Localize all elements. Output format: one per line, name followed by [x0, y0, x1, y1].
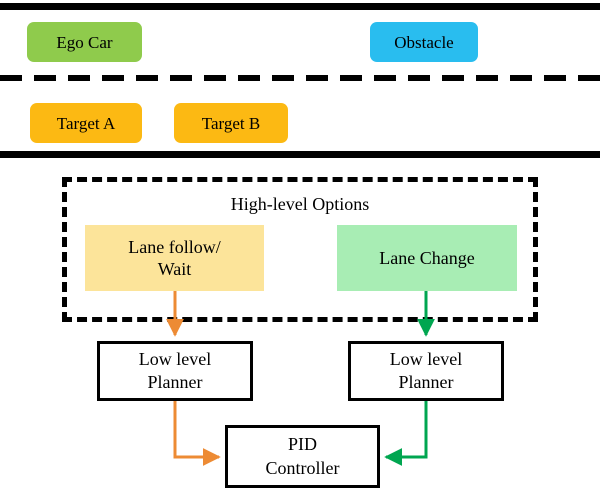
high-level-options-title: High-level Options	[230, 194, 370, 214]
pid-controller-box[interactable]: PID Controller	[225, 425, 380, 488]
option-lane-change-label: Lane Change	[379, 247, 475, 268]
arrow-left-planner-to-pid	[173, 401, 221, 466]
low-level-planner-right[interactable]: Low level Planner	[348, 341, 504, 401]
option-lane-follow-wait-text: Lane follow/ Wait	[128, 236, 220, 281]
low-level-planner-left-line2: Planner	[147, 372, 203, 392]
option-lane-follow-wait-line1: Lane follow/	[128, 236, 221, 257]
low-level-planner-right-line1: Low level	[389, 348, 463, 369]
vehicle-obstacle[interactable]: Obstacle	[370, 22, 478, 62]
vehicle-target-a-label: Target A	[56, 113, 116, 133]
vehicle-ego-car-label: Ego Car	[56, 32, 113, 52]
vehicle-target-a[interactable]: Target A	[30, 103, 142, 143]
low-level-planner-left[interactable]: Low level Planner	[97, 341, 253, 401]
low-level-planner-right-text: Low level Planner	[390, 348, 462, 395]
road-bottom-boundary-line	[0, 151, 600, 158]
pid-controller-text: PID Controller	[266, 433, 340, 480]
pid-controller-line1: PID	[287, 434, 317, 455]
pid-controller-line2: Controller	[265, 457, 340, 478]
low-level-planner-right-line2: Planner	[398, 372, 454, 392]
option-lane-follow-wait-line2: Wait	[157, 259, 192, 279]
vehicle-obstacle-label: Obstacle	[394, 32, 454, 52]
arrow-right-planner-to-pid	[384, 401, 428, 466]
option-lane-change[interactable]: Lane Change	[337, 225, 517, 291]
vehicle-ego-car[interactable]: Ego Car	[27, 22, 142, 62]
vehicle-target-b[interactable]: Target B	[174, 103, 288, 143]
road-lane-divider-dashed	[0, 75, 600, 81]
low-level-planner-left-line1: Low level	[138, 348, 212, 369]
low-level-planner-left-text: Low level Planner	[139, 348, 211, 395]
vehicle-target-b-label: Target B	[201, 113, 261, 133]
road-top-boundary-line	[0, 3, 600, 10]
option-lane-follow-wait[interactable]: Lane follow/ Wait	[85, 225, 264, 291]
high-level-options-panel: High-level Options	[62, 177, 538, 322]
